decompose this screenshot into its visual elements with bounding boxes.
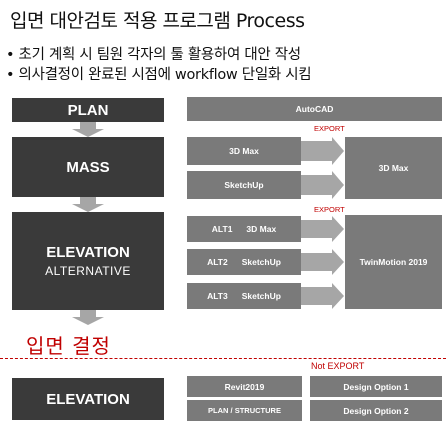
tool-twinmotion: TwinMotion 2019 bbox=[345, 215, 442, 309]
alt3-tool: SketchUp bbox=[241, 291, 281, 301]
decision-divider bbox=[0, 358, 446, 359]
tool-mass-3dmax: 3D Max bbox=[187, 137, 301, 165]
tool-alt3: ALT3 SketchUp bbox=[187, 283, 301, 309]
tool-alt2: ALT2 SketchUp bbox=[187, 249, 301, 275]
down-arrow-mass-elev bbox=[72, 197, 104, 212]
down-arrow-plan-mass bbox=[72, 122, 104, 137]
export-label-2: EXPORT bbox=[314, 205, 345, 214]
alt3-label: ALT3 bbox=[207, 291, 228, 301]
tool-autocad: AutoCAD bbox=[187, 97, 442, 121]
arrow-alt1-to-twinmotion bbox=[301, 216, 344, 242]
alt2-tool: SketchUp bbox=[241, 257, 281, 267]
not-export-label: Not EXPORT bbox=[311, 361, 365, 371]
stage-elevation-alt-sub: ALTERNATIVE bbox=[45, 264, 131, 278]
tool-mass-output-3dmax: 3D Max bbox=[345, 137, 442, 199]
decision-label: 입면 결정 bbox=[26, 334, 111, 358]
stage-plan: PLAN bbox=[12, 98, 164, 122]
arrow-alt2-to-twinmotion bbox=[301, 249, 344, 275]
arrow-sketchup-to-output bbox=[301, 171, 344, 199]
page-title: 입면 대안검토 적용 프로그램 Process bbox=[10, 10, 305, 32]
stage-elevation: ELEVATION bbox=[12, 378, 164, 420]
tool-design-option-1: Design Option 1 bbox=[310, 376, 442, 397]
arrow-alt3-to-twinmotion bbox=[301, 283, 344, 309]
stage-mass: MASS bbox=[12, 137, 164, 197]
arrow-3dmax-to-output bbox=[301, 137, 344, 165]
export-label-1: EXPORT bbox=[314, 124, 345, 133]
tool-plan-structure: PLAN / STRUCTURE bbox=[187, 400, 302, 421]
alt1-label: ALT1 bbox=[211, 224, 233, 234]
bullet-2: • 의사결정이 완료된 시점에 workflow 단일화 시킴 bbox=[6, 67, 312, 83]
tool-design-option-2: Design Option 2 bbox=[310, 400, 442, 421]
bullet-1: • 초기 계획 시 팀원 각자의 툴 활용하여 대안 작성 bbox=[6, 47, 301, 63]
alt2-label: ALT2 bbox=[207, 257, 228, 267]
tool-mass-sketchup: SketchUp bbox=[187, 171, 301, 199]
alt1-tool: 3D Max bbox=[246, 224, 277, 234]
stage-elevation-alt-title: ELEVATION bbox=[46, 244, 130, 261]
tool-revit: Revit2019 bbox=[187, 376, 302, 397]
stage-elevation-alternative: ELEVATION ALTERNATIVE bbox=[12, 212, 164, 310]
tool-alt1: ALT1 3D Max bbox=[187, 216, 301, 242]
down-arrow-elev-decision bbox=[72, 310, 104, 325]
